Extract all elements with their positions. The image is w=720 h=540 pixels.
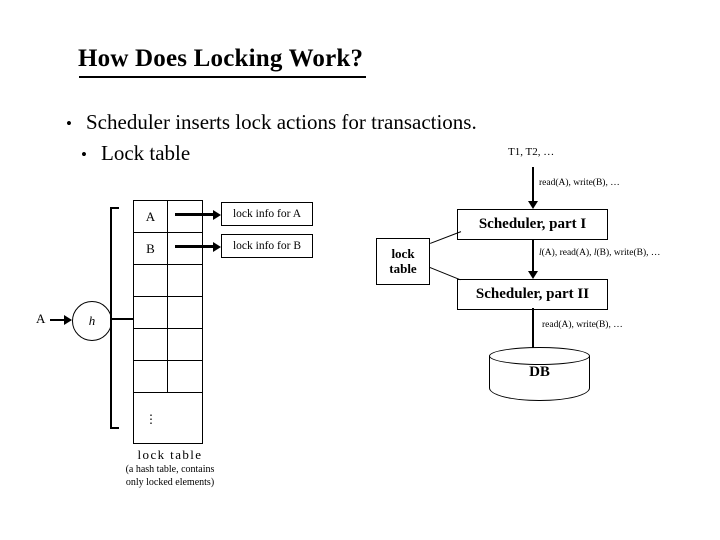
bullet-item-1: • Scheduler inserts lock actions for tran… [66, 112, 477, 133]
lock-table-ref-box: lock table [376, 238, 430, 285]
hash-function-circle: h [72, 301, 112, 341]
table-row [134, 361, 202, 393]
lock-table-ellipsis: ⋮ [145, 411, 157, 426]
database-top-ellipse [489, 347, 590, 365]
pointer-arrow-b-head-icon [213, 242, 221, 252]
connector-lock-to-sched2 [429, 267, 461, 281]
lock-table-key-cell: B [134, 233, 168, 264]
bullet-marker-icon: • [81, 145, 87, 164]
lock-info-box-a: lock info for A [221, 202, 313, 226]
lock-table-bracket-stub [110, 318, 134, 320]
lock-info-box-b: lock info for B [221, 234, 313, 258]
pointer-arrow-b-shaft [175, 245, 217, 248]
bullet-text-1: Scheduler inserts lock actions for trans… [86, 110, 477, 134]
arrow1-shaft [532, 167, 534, 201]
pointer-arrow-a-head-icon [213, 210, 221, 220]
arrow2-label-l1: l [539, 248, 542, 258]
lock-table-caption-main: lock table [137, 447, 203, 462]
title-underline [79, 76, 366, 78]
lock-table-ref-line1: lock [391, 245, 415, 261]
transactions-label: T1, T2, … [508, 146, 555, 158]
arrow2-label-l2: l [593, 248, 597, 258]
pointer-arrow-a-shaft [175, 213, 217, 216]
lock-info-label-b: lock info for B [232, 240, 302, 252]
lock-table-key-cell: A [134, 201, 168, 232]
lock-table-grid: A B ⋮ [133, 200, 203, 444]
lock-table-key-cell [134, 297, 168, 328]
hash-input-label: A [36, 311, 46, 326]
lock-table-key-cell [134, 329, 168, 360]
lock-table-caption: lock table (a hash table, contains only … [95, 447, 245, 489]
table-row [134, 265, 202, 297]
bullet-item-2: • Lock table [81, 143, 190, 164]
hash-input-arrow-head-icon [64, 315, 72, 325]
hash-input-arrow-shaft [50, 319, 66, 321]
bullet-marker-icon: • [66, 114, 72, 133]
arrow3-shaft [532, 308, 534, 348]
arrow2-shaft [532, 239, 534, 271]
arrow3-label: read(A), write(B), … [542, 320, 623, 330]
lock-table-caption-sub-1: (a hash table, contains [125, 464, 215, 475]
bullet-text-2: Lock table [101, 141, 191, 165]
lock-table-key-cell [134, 361, 168, 392]
lock-info-label-a: lock info for A [232, 208, 302, 220]
scheduler-part-1-box: Scheduler, part I [457, 209, 608, 240]
arrow2-label-mid: (A), read(A), [541, 248, 594, 258]
arrow2-head-icon [528, 271, 538, 279]
table-row [134, 329, 202, 361]
scheduler-part-1-label: Scheduler, part I [478, 216, 587, 232]
table-row: B [134, 233, 202, 265]
page-title: How Does Locking Work? [78, 45, 364, 72]
arrow1-label: read(A), write(B), … [539, 178, 620, 188]
hash-function-label: h [88, 313, 96, 328]
arrow2-label-end: (B), write(B), … [596, 248, 661, 258]
database-cylinder-icon: DB [489, 347, 590, 401]
table-row: A [134, 201, 202, 233]
database-label: DB [529, 364, 550, 380]
lock-table-caption-sub-2: only locked elements) [125, 477, 215, 488]
table-row [134, 297, 202, 329]
scheduler-part-2-label: Scheduler, part II [475, 286, 590, 302]
arrow2-label: l(A), read(A), l(B), write(B), … [539, 248, 660, 259]
scheduler-part-2-box: Scheduler, part II [457, 279, 608, 310]
arrow1-head-icon [528, 201, 538, 209]
table-row: ⋮ [134, 393, 202, 445]
lock-table-key-cell [134, 265, 168, 296]
lock-table-ref-line2: table [389, 260, 417, 276]
